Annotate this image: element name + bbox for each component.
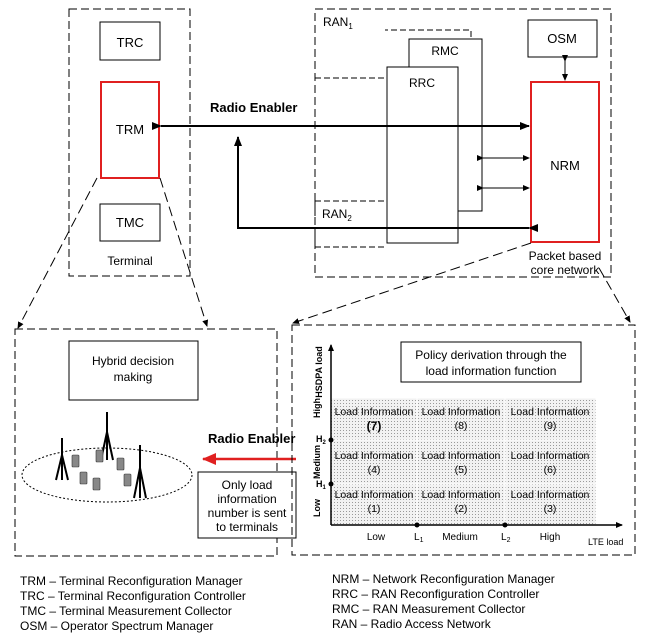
h2-marker (328, 437, 334, 443)
only-load-line3: number is sent (208, 506, 287, 520)
hybrid-decision-box (68, 340, 199, 401)
cell-label: Load Information (511, 489, 590, 501)
terminal-detail-box (14, 328, 278, 557)
terminal-box (68, 8, 191, 277)
legend-item-trc: TRC – Terminal Reconfiguration Controlle… (20, 589, 246, 603)
x-tick-l2: L2 (501, 532, 511, 544)
tmc-box (99, 203, 161, 242)
cell-label: Load Information (511, 450, 590, 462)
cell-label: Load Information (335, 489, 414, 501)
cell-label: Load Information (422, 489, 501, 501)
core-network-box (314, 8, 612, 278)
only-load-box (197, 471, 297, 539)
tmc-label: TMC (116, 215, 144, 230)
cell-number: (2) (455, 503, 468, 515)
mobile-phone-icon (71, 449, 132, 491)
cell-label: Load Information (422, 406, 501, 418)
grid-cell (416, 439, 506, 485)
nrm-box (530, 81, 600, 243)
trm-box (100, 81, 160, 179)
legend-item-rmc: RMC – RAN Measurement Collector (332, 602, 525, 616)
cell-label: Load Information (422, 450, 501, 462)
y-tick-low: Low (312, 498, 322, 517)
y-tick-high: High (312, 398, 322, 418)
ran2-label: RAN2 (322, 207, 352, 223)
y-tick-h1: H1 (316, 479, 327, 491)
grid-cell (330, 439, 418, 485)
terminal-label: Terminal (107, 254, 152, 268)
network-detail-box (291, 324, 636, 556)
policy-box (400, 341, 582, 383)
x-tick-high: High (540, 532, 561, 543)
cell-number: (7) (367, 419, 382, 433)
y-tick-medium: Medium (312, 445, 322, 479)
ran1-label: RAN1 (323, 15, 353, 31)
policy-line2: load information function (426, 364, 557, 378)
radio-enabler-label-top: Radio Enabler (210, 100, 297, 115)
zoom-line-left-2 (159, 177, 209, 327)
ran2-link-arrow (234, 136, 538, 232)
only-load-line2: information (217, 492, 276, 506)
legend-item-trm: TRM – Terminal Reconfiguration Manager (20, 574, 243, 588)
cell-number: (4) (368, 464, 381, 476)
cell-number: (1) (368, 503, 381, 515)
x-tick-medium: Medium (442, 532, 478, 543)
load-grid (330, 397, 597, 526)
grid-cell (330, 397, 418, 441)
rrc-label: RRC (409, 76, 435, 90)
osm-label: OSM (547, 31, 577, 46)
cell-number: (6) (544, 464, 557, 476)
core-network-label-line2: core network (531, 263, 601, 277)
grid-cell (416, 483, 506, 526)
cell-label: Load Information (335, 450, 414, 462)
cell-label: Load Information (335, 406, 414, 418)
grid-cell (504, 439, 597, 485)
h1-marker (328, 481, 334, 487)
zoom-line-right-1 (292, 242, 532, 324)
trm-label: TRM (116, 122, 144, 137)
x-tick-l1: L1 (414, 532, 424, 544)
cell-number: (9) (544, 420, 557, 432)
cell-number: (8) (455, 420, 468, 432)
y-tick-h2: H2 (316, 434, 327, 446)
x-tick-low: Low (367, 532, 386, 543)
x-axis-title: LTE load (588, 537, 623, 547)
legend-item-nrm: NRM – Network Reconfiguration Manager (332, 572, 555, 586)
trc-label: TRC (117, 35, 144, 50)
policy-line1: Policy derivation through the (415, 348, 567, 362)
grid-cell (416, 397, 506, 441)
legend-item-ran: RAN – Radio Access Network (332, 617, 492, 631)
nrm-label: NRM (550, 158, 580, 173)
cell-label: Load Information (511, 406, 590, 418)
trc-box (99, 21, 161, 61)
zoom-line-right-2 (598, 267, 631, 323)
rrc-box (386, 66, 459, 244)
radio-enabler-label-bottom: Radio Enabler (208, 431, 295, 446)
cell-number: (3) (544, 503, 557, 515)
hybrid-decision-line1: Hybrid decision (92, 354, 174, 368)
only-load-line4: to terminals (216, 520, 278, 534)
only-load-line1: Only load (222, 478, 273, 492)
legend-item-osm: OSM – Operator Spectrum Manager (20, 619, 213, 633)
core-network-label-line1: Packet based (529, 249, 602, 263)
legend-right: NRM – Network Reconfiguration Manager RR… (332, 572, 555, 631)
zoom-line-left-1 (17, 177, 98, 329)
grid-cell (504, 483, 597, 526)
grid-cell (504, 397, 597, 441)
cell-number: (5) (455, 464, 468, 476)
l1-marker (414, 522, 420, 528)
y-axis-title: HSDPA load (314, 346, 324, 398)
hybrid-decision-line2: making (114, 370, 153, 384)
rmc-label: RMC (431, 44, 459, 58)
l2-marker (502, 522, 508, 528)
legend-item-tmc: TMC – Terminal Measurement Collector (20, 604, 232, 618)
legend-left: TRM – Terminal Reconfiguration Manager T… (20, 574, 246, 633)
legend-item-rrc: RRC – RAN Reconfiguration Controller (332, 587, 539, 601)
osm-box (527, 19, 598, 58)
